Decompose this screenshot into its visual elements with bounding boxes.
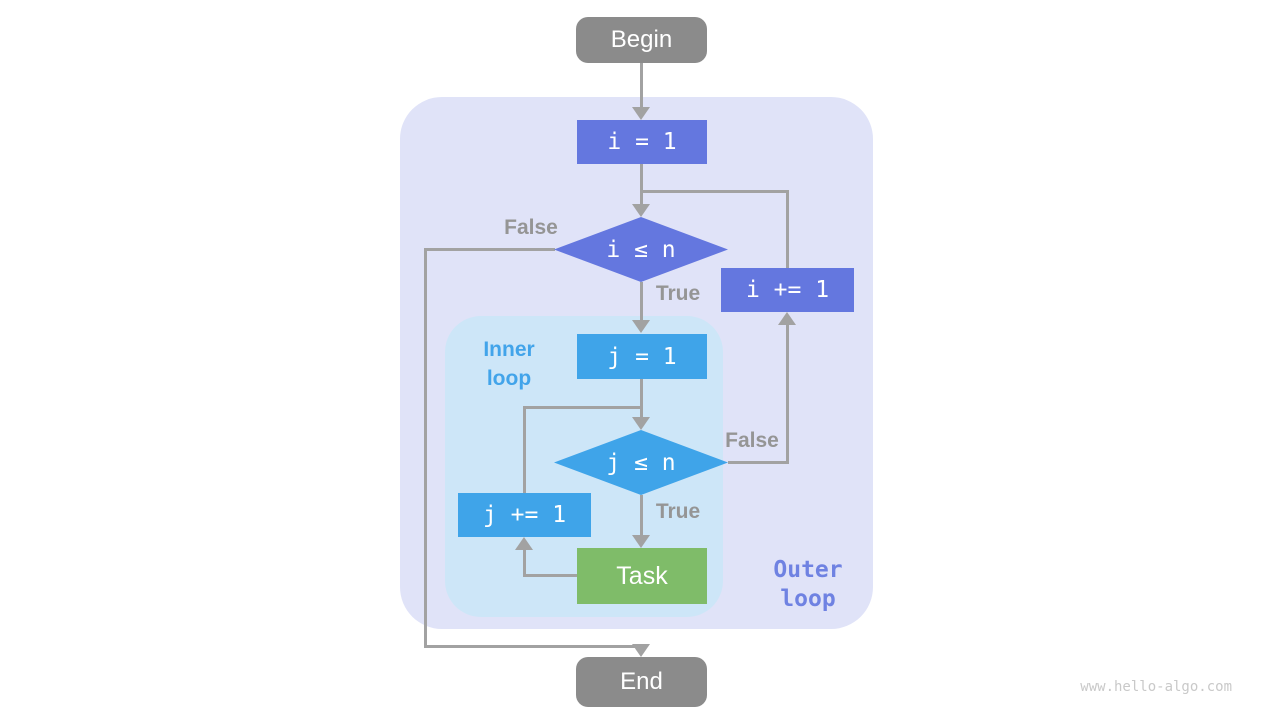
- node-cond-i-label: i ≤ n: [606, 236, 676, 263]
- edge-label-outer-true: True: [655, 282, 701, 305]
- arrowhead-into-incri: [778, 312, 796, 325]
- edge-condj-true: [640, 495, 643, 537]
- edge-condi-false-h2: [424, 645, 642, 648]
- edge-task-back-h: [523, 574, 579, 577]
- node-end-label: End: [620, 668, 663, 695]
- arrowhead-into-end: [632, 644, 650, 657]
- node-init-j: j = 1: [577, 334, 707, 379]
- node-incr-i: i += 1: [721, 268, 854, 312]
- edge-label-inner-true: True: [655, 500, 701, 523]
- node-end: End: [576, 657, 707, 707]
- outer-loop-label: Outer loop: [773, 557, 843, 612]
- edge-incri-return-v: [786, 190, 789, 268]
- edge-condi-true: [640, 282, 643, 322]
- watermark: www.hello-algo.com: [1080, 679, 1232, 695]
- arrowhead-into-condj: [632, 417, 650, 430]
- edge-task-back-v: [523, 549, 526, 577]
- edge-initi-condi: [640, 164, 643, 206]
- node-begin-label: Begin: [610, 26, 673, 53]
- edge-incri-return-h: [640, 190, 789, 193]
- edge-condi-false-v: [424, 248, 427, 648]
- node-incr-i-label: i += 1: [745, 277, 830, 303]
- node-begin: Begin: [576, 17, 707, 63]
- edge-condj-false-h: [728, 461, 788, 464]
- edge-begin-initi: [640, 63, 643, 109]
- edge-initj-condj: [640, 379, 643, 419]
- node-incr-j-label: j += 1: [482, 502, 567, 528]
- arrowhead-into-initi: [632, 107, 650, 120]
- node-incr-j: j += 1: [458, 493, 591, 537]
- edge-incrj-return-h: [523, 406, 643, 409]
- node-cond-j-label: j ≤ n: [606, 449, 676, 476]
- node-init-i: i = 1: [577, 120, 707, 164]
- inner-loop-label: Inner loop: [483, 338, 535, 390]
- arrowhead-into-incrj: [515, 537, 533, 550]
- edge-incrj-return-v: [523, 406, 526, 494]
- edge-condj-false-v: [786, 325, 789, 464]
- edge-label-outer-false: False: [504, 216, 558, 239]
- node-init-j-label: j = 1: [607, 343, 677, 370]
- arrowhead-into-condi: [632, 204, 650, 217]
- node-task-label: Task: [616, 561, 668, 590]
- node-init-i-label: i = 1: [607, 129, 677, 155]
- node-task: Task: [577, 548, 707, 604]
- edge-condi-false-h1: [424, 248, 555, 251]
- edge-label-inner-false: False: [725, 429, 779, 452]
- arrowhead-into-initj: [632, 320, 650, 333]
- arrowhead-into-task: [632, 535, 650, 548]
